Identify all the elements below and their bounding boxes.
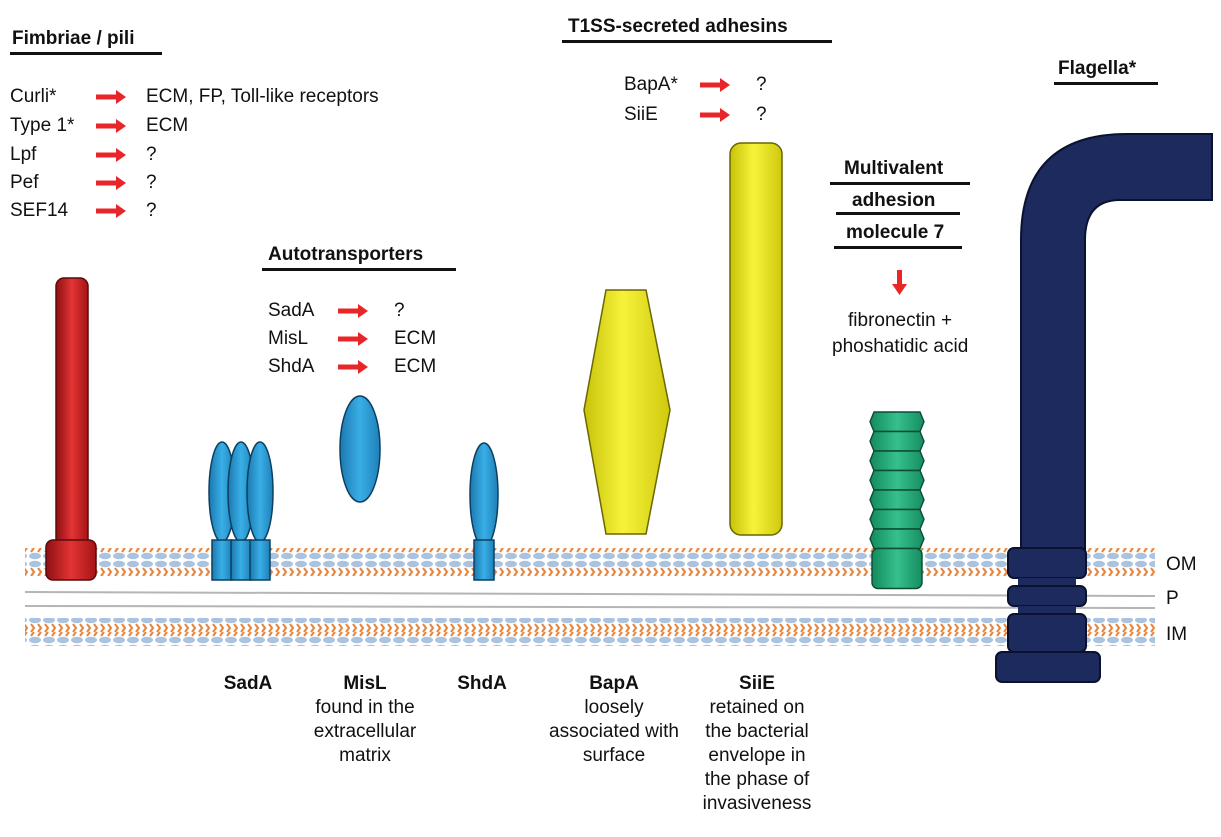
label-siie-desc: invasiveness xyxy=(702,793,812,814)
periplasm-line-top xyxy=(24,591,1156,597)
fimbriae-row-name: SEF14 xyxy=(10,200,69,221)
fimbriae-arrow xyxy=(96,204,126,218)
label-bapa-desc: loosely xyxy=(584,697,644,718)
mam7-anchor xyxy=(871,547,923,590)
t1ss-arrow xyxy=(700,78,730,92)
mam7-domain xyxy=(869,469,925,491)
t1ss-title: T1SS-secreted adhesins xyxy=(568,16,788,37)
misl-structure xyxy=(339,395,381,503)
label-siie-desc: retained on xyxy=(709,697,805,718)
t1ss-row-name: SiiE xyxy=(624,104,658,125)
fimbriae-arrow xyxy=(96,148,126,162)
fimbriae-arrow xyxy=(96,90,126,104)
label-siie-desc: the phase of xyxy=(704,769,810,790)
fimbriae-row-target: ? xyxy=(146,200,157,221)
fimbriae-row-name: Curli* xyxy=(10,86,57,107)
mam7-domain xyxy=(869,528,925,550)
label-misl-desc: matrix xyxy=(339,745,391,766)
label-sada-name: SadA xyxy=(223,673,273,694)
autotransporter-row-name: ShdA xyxy=(268,356,315,377)
t1ss-row-name: BapA* xyxy=(624,74,678,95)
autotransporters-title: Autotransporters xyxy=(268,244,424,265)
autotransporter-row-name: MisL xyxy=(268,328,309,349)
label-misl-name: MisL xyxy=(343,673,387,694)
label-bapa: BapA loosely associated with surface xyxy=(538,672,690,768)
mam7-domain xyxy=(869,450,925,472)
t1ss-row-target: ? xyxy=(756,74,767,95)
fimbriae-row-target: ? xyxy=(146,172,157,193)
t1ss-row-target: ? xyxy=(756,104,767,125)
autotransporter-row-target: ECM xyxy=(394,328,437,349)
periplasm-line-bottom xyxy=(24,605,1156,609)
fimbriae-title: Fimbriae / pili xyxy=(12,28,135,49)
mam7-domain xyxy=(869,508,925,530)
t1ss-underline xyxy=(562,40,832,43)
label-siie-name: SiiE xyxy=(739,673,775,694)
bapa-structure xyxy=(583,289,671,535)
flagellum-structure xyxy=(995,133,1213,683)
autotransporter-row-target: ? xyxy=(394,300,405,321)
mam7-domain xyxy=(869,489,925,511)
layer-label-p: P xyxy=(1166,588,1179,609)
fimbriae-row-name: Type 1* xyxy=(10,115,75,136)
inner-membrane xyxy=(25,618,1155,646)
fimbriae-arrow xyxy=(96,176,126,190)
autotransporter-row-name: SadA xyxy=(268,300,315,321)
autotransporters-underline xyxy=(262,268,456,271)
arrows-group xyxy=(96,78,907,374)
layer-label-im: IM xyxy=(1166,624,1188,645)
shda-structure xyxy=(469,442,499,581)
mam7-underline xyxy=(836,212,960,215)
label-siie: SiiE retained on the bacterial envelope … xyxy=(692,672,822,816)
mam7-domain xyxy=(869,411,925,433)
label-bapa-desc: associated with xyxy=(549,721,679,742)
mam7-underline xyxy=(830,182,970,185)
mam7-title-line: Multivalent xyxy=(844,158,944,179)
mam7-domain xyxy=(869,430,925,452)
fimbriae-underline xyxy=(10,52,162,55)
mam7-target-line: phoshatidic acid xyxy=(832,336,969,357)
mam7-arrow xyxy=(892,270,907,295)
label-misl-desc: extracellular xyxy=(313,721,417,742)
layer-label-om: OM xyxy=(1166,554,1197,575)
fimbriae-row-target: ? xyxy=(146,144,157,165)
sada-structure xyxy=(208,441,274,581)
outer-membrane xyxy=(25,548,1155,576)
mam7-target-line: fibronectin + xyxy=(848,310,953,331)
label-bapa-desc: surface xyxy=(582,745,646,766)
autotransporter-row-target: ECM xyxy=(394,356,437,377)
label-shda: ShdA xyxy=(432,672,532,696)
fimbriae-row-target: ECM xyxy=(146,115,189,136)
flagella-title: Flagella* xyxy=(1058,58,1137,79)
t1ss-arrow xyxy=(700,108,730,122)
label-siie-desc: the bacterial xyxy=(705,721,809,742)
fimbriae-row-target: ECM, FP, Toll-like receptors xyxy=(146,86,379,107)
label-misl: MisL found in the extracellular matrix xyxy=(300,672,430,768)
autotransporter-arrow xyxy=(338,360,368,374)
mam7-title-line: adhesion xyxy=(852,190,936,211)
label-shda-name: ShdA xyxy=(457,673,507,694)
label-misl-desc: found in the xyxy=(315,697,415,718)
label-siie-desc: envelope in xyxy=(708,745,806,766)
label-sada: SadA xyxy=(198,672,298,696)
fimbriae-row-name: Pef xyxy=(10,172,39,193)
fimbriae-row-name: Lpf xyxy=(10,144,37,165)
autotransporter-arrow xyxy=(338,304,368,318)
mam7-structure xyxy=(869,411,925,590)
label-bapa-name: BapA xyxy=(589,673,639,694)
siie-structure xyxy=(729,142,783,536)
fimbriae-arrow xyxy=(96,119,126,133)
fimbria-structure xyxy=(45,277,97,581)
autotransporter-arrow xyxy=(338,332,368,346)
flagella-underline xyxy=(1054,82,1158,85)
mam7-title-line: molecule 7 xyxy=(846,222,945,243)
mam7-underline xyxy=(834,246,962,249)
